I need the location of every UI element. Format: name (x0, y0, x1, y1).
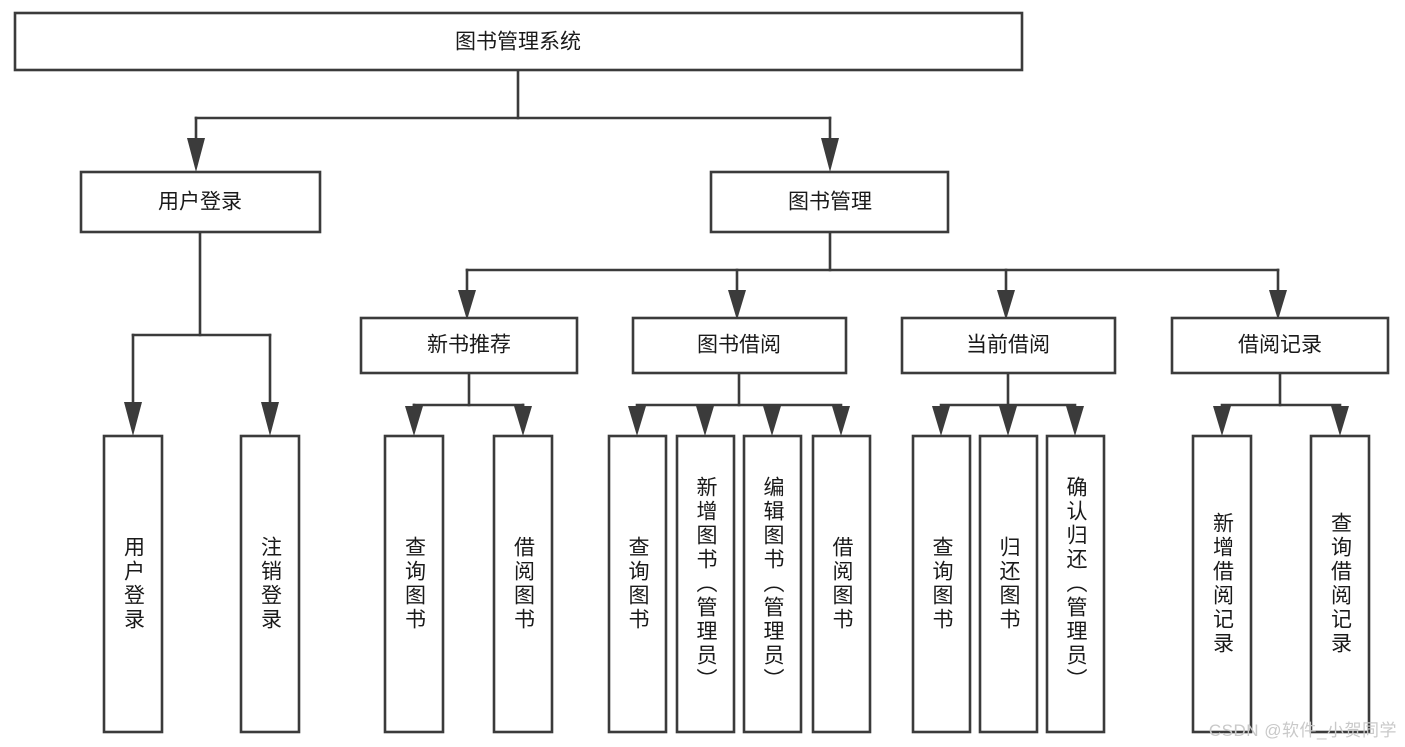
connector-group-book-management-to-level3 (458, 230, 1287, 320)
leaf-box-logout-login[interactable] (239, 434, 301, 734)
node-new-book-recommend-label: 新书推荐 (427, 334, 511, 357)
node-borrow-record[interactable]: 借阅记录 (1170, 316, 1390, 375)
connector-group-new-book-recommend-to-leaves (405, 371, 532, 436)
node-new-book-recommend-box[interactable] (359, 316, 579, 375)
leaf-box-query-book-3[interactable] (911, 434, 972, 734)
node-root-label: 图书管理系统 (455, 31, 581, 54)
arrow-head-leaf-user-login (124, 402, 142, 436)
leaf-box-add-record[interactable] (1191, 434, 1253, 734)
csdn-watermark: CSDN @软件_小贺同学 (1208, 721, 1397, 740)
node-book-borrow-box[interactable] (631, 316, 848, 375)
leaf-boxes-book-borrow (607, 434, 872, 734)
arrow-head-leaf-query-book-1 (405, 406, 423, 436)
leaf-boxes-current-borrow (911, 434, 1106, 734)
node-current-borrow[interactable]: 当前借阅 (900, 316, 1117, 375)
arrow-head-new-book-recommend (458, 290, 476, 320)
leaf-boxes-new-book-recommend (383, 434, 554, 734)
arrow-head-leaf-borrow-book-2 (832, 406, 850, 436)
leaf-box-user-login[interactable] (102, 434, 164, 734)
leaf-box-add-book[interactable] (675, 434, 736, 734)
connector-group-borrow-record-to-leaves (1213, 371, 1349, 436)
arrow-head-leaf-query-book-2 (628, 406, 646, 436)
arrow-head-leaf-add-record (1213, 406, 1231, 436)
arrow-head-leaf-query-book-3 (932, 406, 950, 436)
leaf-box-confirm-return[interactable] (1045, 434, 1106, 734)
node-borrow-record-box[interactable] (1170, 316, 1390, 375)
arrow-head-user-login (187, 138, 205, 172)
arrow-head-book-management (821, 138, 839, 172)
connector-group-root-to-level2 (187, 68, 839, 172)
arrow-head-borrow-record (1269, 290, 1287, 320)
connector-group-current-borrow-to-leaves (932, 371, 1084, 436)
node-current-borrow-label: 当前借阅 (966, 334, 1050, 357)
arrow-head-book-borrow (728, 290, 746, 320)
node-borrow-record-label: 借阅记录 (1238, 334, 1322, 357)
leaf-boxes-borrow-record (1191, 434, 1371, 734)
connector-group-book-borrow-to-leaves (628, 371, 850, 436)
node-root[interactable]: 图书管理系统 (13, 11, 1024, 72)
node-new-book-recommend[interactable]: 新书推荐 (359, 316, 579, 375)
node-book-borrow-label: 图书借阅 (697, 334, 781, 357)
node-book-management-label: 图书管理 (788, 191, 872, 214)
arrow-head-current-borrow (997, 290, 1015, 320)
leaf-box-borrow-book-1[interactable] (492, 434, 554, 734)
leaf-box-return-book[interactable] (978, 434, 1039, 734)
node-book-management[interactable]: 图书管理 (709, 170, 950, 234)
connector-group-user-login-to-leaves (124, 230, 279, 436)
node-user-login[interactable]: 用户登录 (79, 170, 322, 234)
arrow-head-leaf-logout-login (261, 402, 279, 436)
node-book-borrow[interactable]: 图书借阅 (631, 316, 848, 375)
arrow-head-leaf-add-book (696, 406, 714, 436)
node-user-login-box[interactable] (79, 170, 322, 234)
arrow-head-leaf-borrow-book-1 (514, 406, 532, 436)
leaf-box-query-book-1[interactable] (383, 434, 445, 734)
arrow-head-leaf-edit-book (763, 406, 781, 436)
node-book-management-box[interactable] (709, 170, 950, 234)
node-user-login-label: 用户登录 (158, 191, 242, 214)
arrow-head-leaf-confirm-return (1066, 406, 1084, 436)
node-current-borrow-box[interactable] (900, 316, 1117, 375)
leaf-box-query-book-2[interactable] (607, 434, 668, 734)
leaf-box-edit-book[interactable] (742, 434, 803, 734)
node-root-box[interactable] (13, 11, 1024, 72)
arrow-head-leaf-return-book (999, 406, 1017, 436)
leaf-boxes-user-login (102, 434, 301, 734)
leaf-box-query-record[interactable] (1309, 434, 1371, 734)
arrow-head-leaf-query-record (1331, 406, 1349, 436)
leaf-box-borrow-book-2[interactable] (811, 434, 872, 734)
